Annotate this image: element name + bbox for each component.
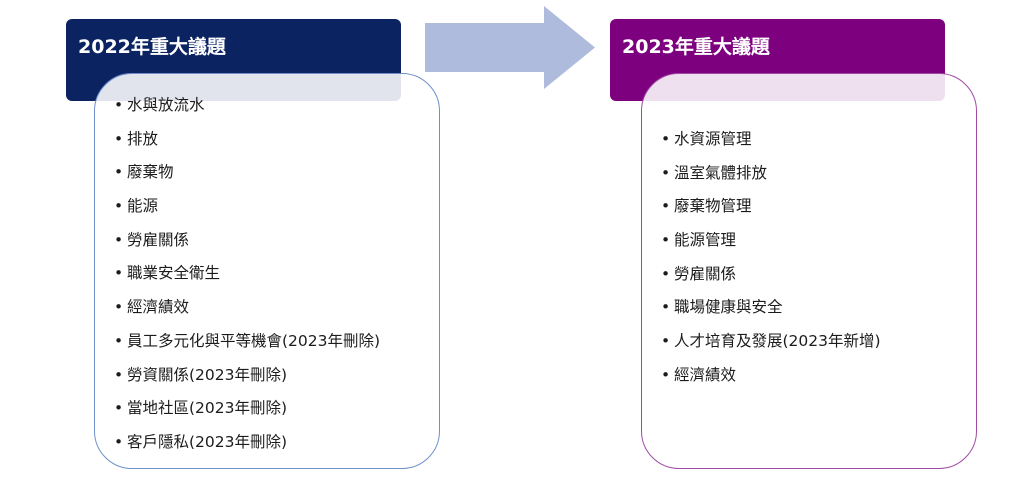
- list-item: 當地社區(2023年刪除): [114, 398, 380, 432]
- list-item: 廢棄物管理: [661, 196, 881, 230]
- list-item: 水與放流水: [114, 95, 380, 129]
- list-item: 能源管理: [661, 230, 881, 264]
- arrow-right-icon: [425, 6, 595, 89]
- list-item: 廢棄物: [114, 162, 380, 196]
- list-item: 排放: [114, 129, 380, 163]
- list-2023: 水資源管理 溫室氣體排放 廢棄物管理 能源管理 勞雇關係 職場健康與安全 人才培…: [661, 129, 881, 399]
- list-item: 人才培育及發展(2023年新增): [661, 331, 881, 365]
- list-item: 勞資關係(2023年刪除): [114, 365, 380, 399]
- title-2023: 2023年重大議題: [622, 36, 770, 58]
- title-2022: 2022年重大議題: [78, 36, 226, 58]
- list-item: 職場健康與安全: [661, 297, 881, 331]
- list-item: 能源: [114, 196, 380, 230]
- list-item: 客戶隱私(2023年刪除): [114, 432, 380, 466]
- list-2022: 水與放流水 排放 廢棄物 能源 勞雇關係 職業安全衛生 經濟績效 員工多元化與平…: [114, 95, 380, 466]
- list-item: 勞雇關係: [114, 230, 380, 264]
- list-item: 溫室氣體排放: [661, 163, 881, 197]
- list-item: 經濟績效: [114, 297, 380, 331]
- list-item: 水資源管理: [661, 129, 881, 163]
- list-item: 員工多元化與平等機會(2023年刪除): [114, 331, 380, 365]
- list-item: 職業安全衛生: [114, 263, 380, 297]
- list-item: 勞雇關係: [661, 264, 881, 298]
- arrow-shape: [425, 6, 595, 89]
- list-item: 經濟績效: [661, 365, 881, 399]
